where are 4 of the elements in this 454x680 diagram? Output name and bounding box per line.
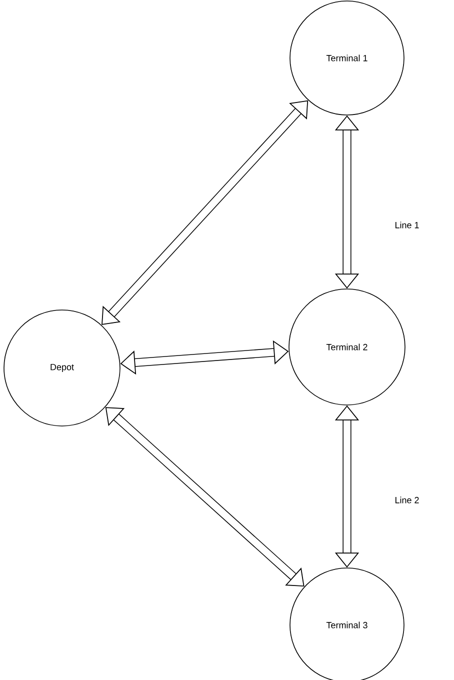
double-arrow <box>105 407 304 587</box>
double-arrow <box>102 100 308 325</box>
line-label: Line 2 <box>395 496 419 504</box>
line-label: Line 1 <box>395 222 419 228</box>
